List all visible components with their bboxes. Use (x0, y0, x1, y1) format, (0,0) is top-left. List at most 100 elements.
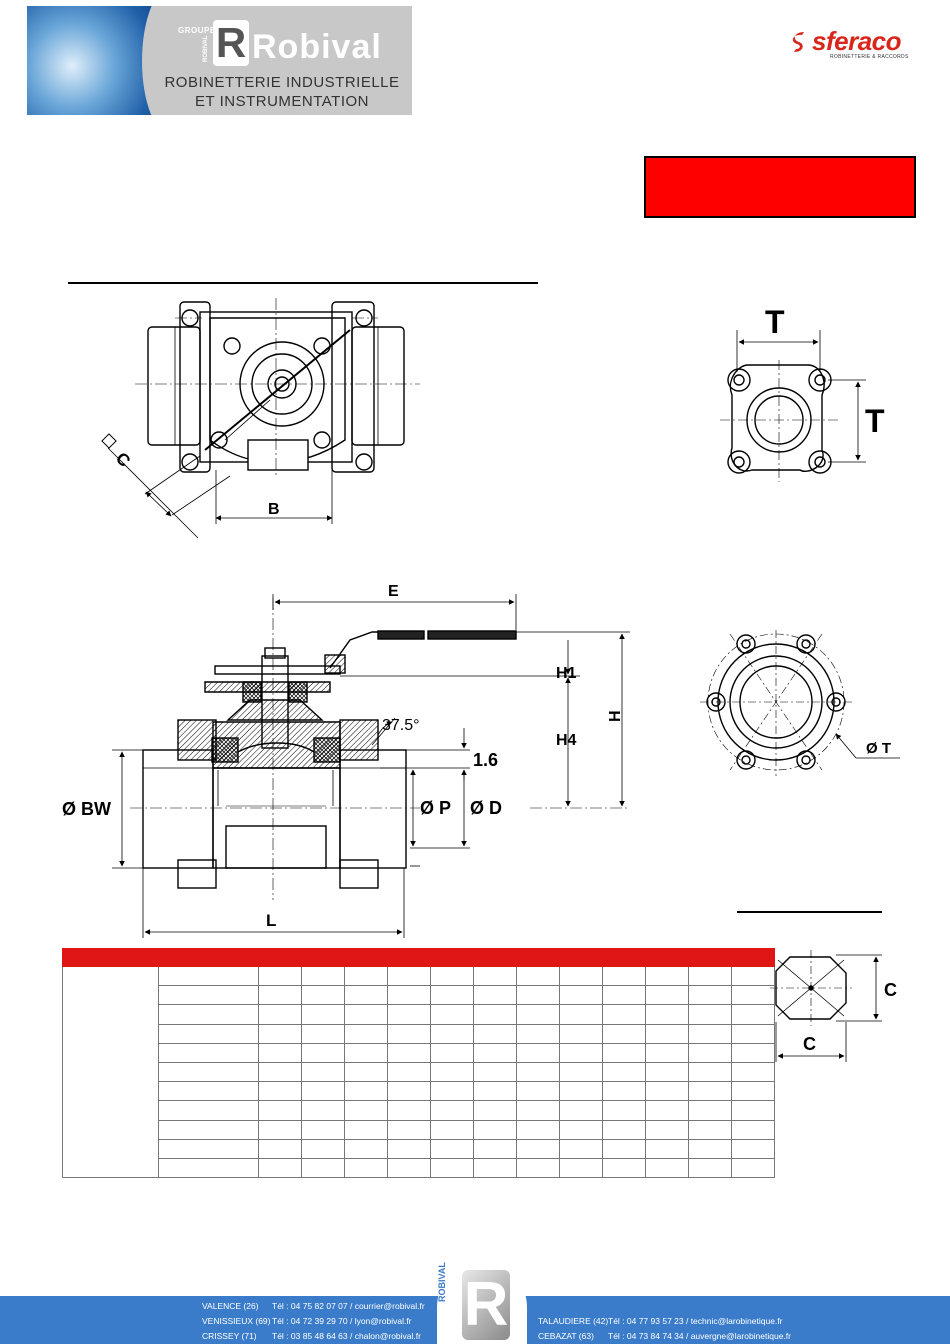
table-cell (387, 985, 431, 1006)
table-row (63, 1100, 775, 1121)
table-cell (516, 1081, 560, 1102)
table-cell (387, 1119, 431, 1140)
table-cell (344, 1042, 388, 1063)
table-cell (473, 1081, 517, 1102)
table-header-cell (258, 948, 302, 967)
spec-table-body (62, 948, 775, 1179)
table-cell (559, 1081, 603, 1102)
footer-city: CRISSEY (71) (202, 1331, 257, 1341)
top-view-drawing (101, 298, 420, 539)
table-cell (516, 1157, 560, 1179)
table-cell (516, 1061, 560, 1083)
table-cell (430, 1157, 474, 1179)
spec-table (62, 948, 775, 1179)
table-cell (301, 1100, 345, 1121)
table-header-cell (387, 948, 431, 967)
table-cell (430, 1100, 474, 1121)
table-cell (158, 1138, 259, 1159)
table-cell (688, 1004, 732, 1025)
table-cell (688, 1119, 732, 1140)
table-cell (731, 985, 775, 1006)
table-header-cell (430, 948, 474, 967)
table-cell (258, 1100, 302, 1121)
table-cell (258, 965, 302, 987)
table-cell (645, 1004, 689, 1025)
table-cell (301, 1004, 345, 1025)
table-cell (645, 1157, 689, 1179)
table-header-cell (516, 948, 560, 967)
dim-label-p: Ø P (420, 798, 451, 818)
table-cell (688, 1042, 732, 1063)
robival-logo-icon: R (213, 20, 249, 66)
table-cell (258, 1061, 302, 1083)
sferaco-swirl-icon (792, 32, 804, 52)
side-view-drawing (112, 594, 630, 938)
table-cell (387, 1023, 431, 1044)
table-header-cell (559, 948, 603, 967)
table-cell (258, 1138, 302, 1159)
footer-contact: Tél : 04 72 39 29 70 / lyon@robival.fr (272, 1316, 412, 1326)
table-header-cell (473, 948, 517, 967)
dim-label-h1: H1 (556, 665, 577, 682)
footer-contact: Tél : 04 75 82 07 07 / courrier@robival.… (272, 1301, 425, 1311)
table-cell (344, 1100, 388, 1121)
table-cell (516, 1138, 560, 1159)
dim-label-c-top: C (112, 449, 134, 471)
table-cell (301, 985, 345, 1006)
table-cell (731, 1061, 775, 1083)
table-cell (387, 1081, 431, 1102)
dim-label-d: Ø D (470, 798, 502, 818)
table-cell (301, 1023, 345, 1044)
table-cell (344, 1138, 388, 1159)
table-cell (645, 1138, 689, 1159)
table-cell (559, 1119, 603, 1140)
table-cell (645, 1061, 689, 1083)
dim-label-angle: 37.5° (382, 717, 420, 734)
square-flange-drawing (720, 330, 866, 482)
table-cell (387, 965, 431, 987)
table-row (63, 1138, 775, 1159)
table-cell (344, 965, 388, 987)
table-cell (602, 1119, 646, 1140)
table-cell (516, 985, 560, 1006)
table-cell (473, 965, 517, 987)
table-header-cell (158, 948, 259, 967)
table-cell (344, 1004, 388, 1025)
table-cell (559, 965, 603, 987)
table-cell (473, 985, 517, 1006)
footer-robival-logo: ROBIVAL R (437, 1262, 527, 1344)
footer-city: VENISSIEUX (69) (202, 1316, 271, 1326)
table-cell (344, 1023, 388, 1044)
dim-label-t-side: T (865, 403, 885, 439)
table-header-cell (688, 948, 732, 967)
table-cell (645, 1100, 689, 1121)
table-cell (344, 1061, 388, 1083)
table-cell (559, 1004, 603, 1025)
table-cell (731, 1023, 775, 1044)
table-cell (258, 1157, 302, 1179)
table-cell (301, 1081, 345, 1102)
table-cell (731, 1138, 775, 1159)
dim-label-h4: H4 (556, 732, 577, 749)
table-cell (258, 1119, 302, 1140)
table-cell (473, 1119, 517, 1140)
table-cell (158, 1119, 259, 1140)
sferaco-subtitle: ROBINETTERIE & RACCORDS (830, 54, 909, 60)
dim-label-b: B (268, 501, 280, 518)
table-cell (473, 1100, 517, 1121)
table-header-row (62, 948, 775, 967)
section-rule-top (68, 282, 538, 284)
table-cell (430, 1004, 474, 1025)
table-cell (602, 1042, 646, 1063)
round-flange-drawing (700, 630, 900, 776)
table-cell (301, 1119, 345, 1140)
table-cell (688, 985, 732, 1006)
table-cell (158, 1004, 259, 1025)
dim-label-h: H (607, 710, 624, 722)
table-group-cell (62, 965, 159, 1179)
table-cell (602, 1138, 646, 1159)
table-cell (158, 985, 259, 1006)
table-cell (430, 985, 474, 1006)
dim-label-e: E (388, 583, 399, 600)
table-cell (258, 1023, 302, 1044)
